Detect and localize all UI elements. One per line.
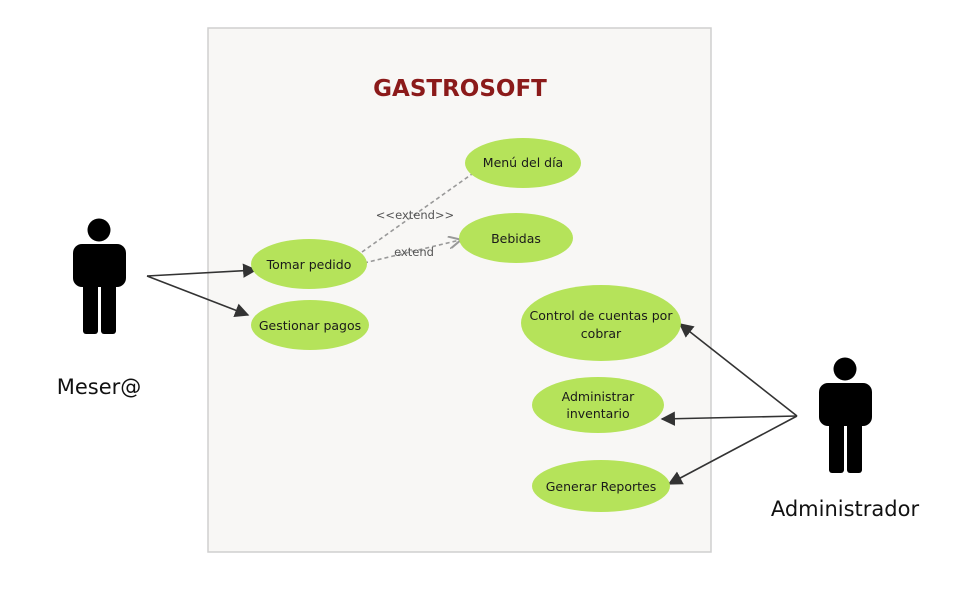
extend-label-bebidas: extend — [394, 245, 434, 259]
usecase-administrar-inventario-line2: inventario — [566, 406, 629, 421]
usecase-control-cuentas[interactable]: Control de cuentas por cobrar — [521, 285, 681, 361]
system-title: GASTROSOFT — [373, 76, 547, 102]
usecase-gestionar-pagos-label: Gestionar pagos — [259, 318, 361, 333]
association-mesero-tomar-pedido — [146, 263, 258, 278]
usecase-tomar-pedido-label: Tomar pedido — [266, 257, 352, 272]
extend-line-menu-del-dia — [361, 173, 473, 253]
association-admin-administrar-inventario — [660, 411, 798, 426]
actor-mesero-figure — [73, 218, 126, 334]
actor-administrador-figure — [819, 357, 872, 473]
extend-line-bebidas — [363, 240, 460, 264]
usecase-control-cuentas-line1: Control de cuentas por — [530, 308, 674, 323]
association-admin-control-cuentas — [678, 323, 798, 417]
usecase-bebidas[interactable]: Bebidas — [459, 213, 573, 263]
usecase-menu-del-dia-label: Menú del día — [483, 155, 563, 170]
usecase-tomar-pedido[interactable]: Tomar pedido — [251, 239, 367, 289]
usecase-generar-reportes[interactable]: Generar Reportes — [532, 460, 670, 512]
association-mesero-gestionar-pagos — [146, 275, 250, 318]
usecase-administrar-inventario[interactable]: Administrar inventario — [532, 377, 664, 433]
usecase-administrar-inventario-line1: Administrar — [562, 389, 636, 404]
extend-label-menu-del-dia: <<extend>> — [376, 208, 454, 222]
actor-administrador[interactable]: Administrador — [771, 357, 920, 522]
usecase-bebidas-label: Bebidas — [491, 231, 541, 246]
association-admin-generar-reportes — [667, 415, 798, 485]
actor-mesero-label: Meser@ — [57, 375, 142, 399]
actor-administrador-label: Administrador — [771, 497, 920, 521]
usecase-control-cuentas-line2: cobrar — [581, 326, 622, 341]
usecase-generar-reportes-label: Generar Reportes — [546, 479, 657, 494]
usecase-menu-del-dia[interactable]: Menú del día — [465, 138, 581, 188]
usecase-gestionar-pagos[interactable]: Gestionar pagos — [251, 300, 369, 350]
actor-mesero[interactable]: Meser@ — [57, 218, 142, 400]
